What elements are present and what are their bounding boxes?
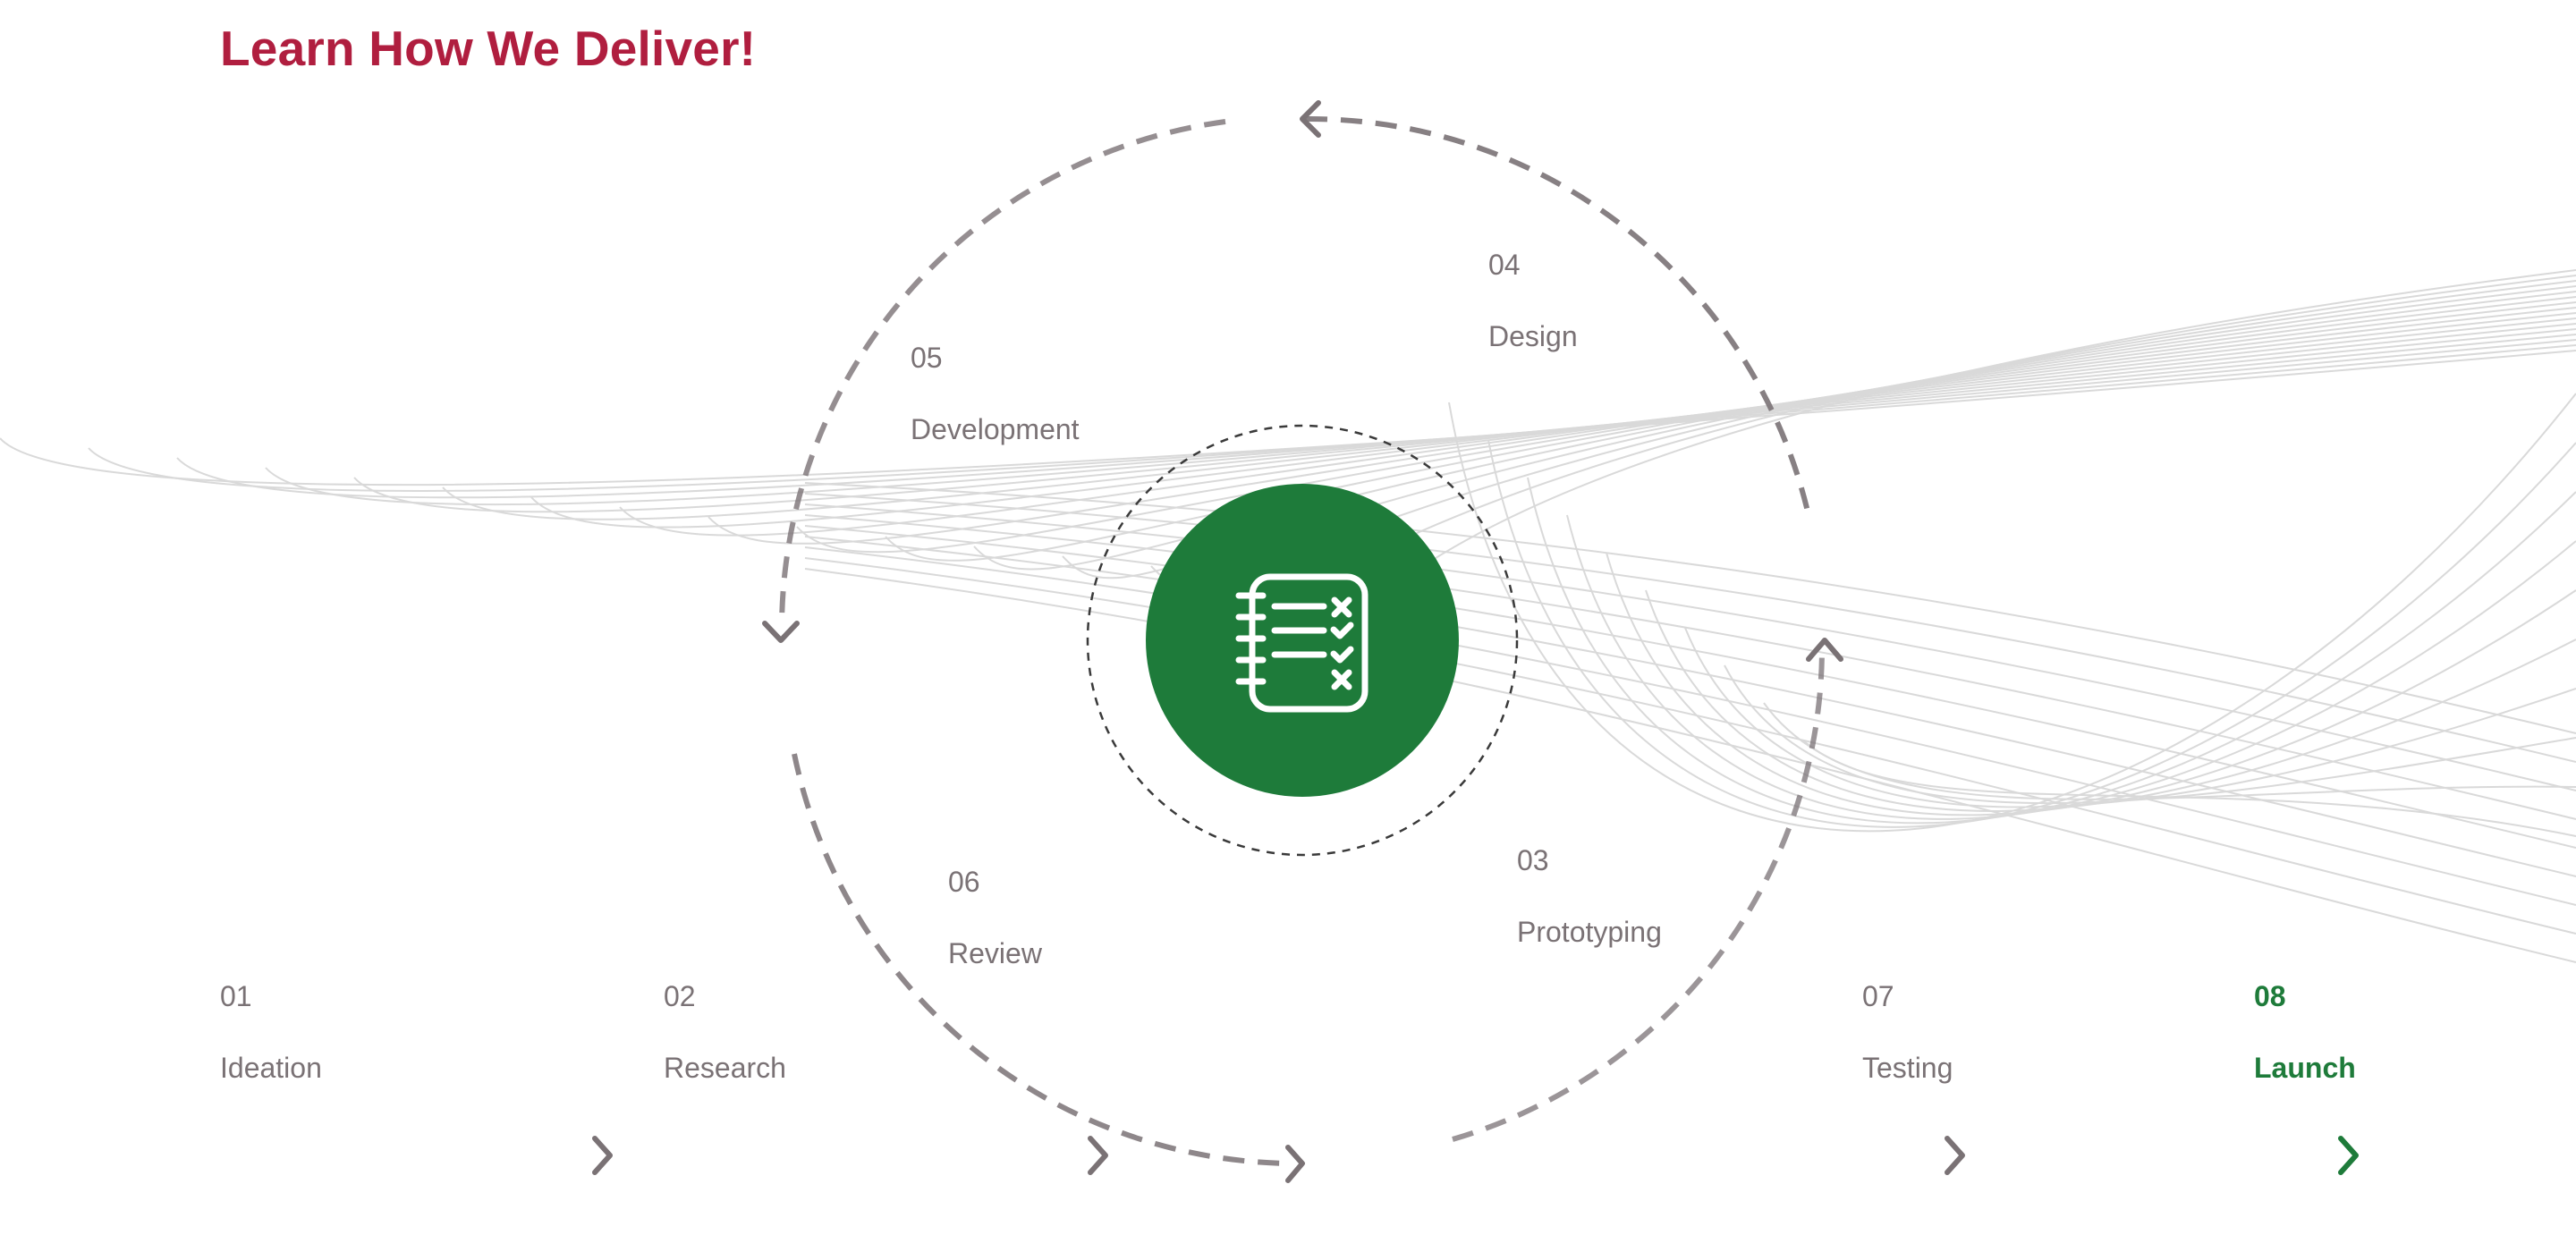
wave-line xyxy=(1645,589,2576,812)
step-number: 07 xyxy=(1862,980,1894,1012)
wave-line xyxy=(1239,275,2576,597)
wave-line xyxy=(176,339,2576,499)
arc-arrowheads xyxy=(762,100,1843,1183)
checklist-notebook-icon xyxy=(1235,573,1368,713)
step-testing: 07 Testing xyxy=(1862,978,1953,1086)
wave-line xyxy=(804,536,2576,877)
hub-dashed-ring xyxy=(1086,424,1519,857)
wave-line xyxy=(619,312,2576,537)
wave-line xyxy=(804,503,2576,791)
wave-line xyxy=(804,557,2576,935)
step-number: 06 xyxy=(948,866,980,898)
arc-development xyxy=(779,119,1226,627)
wave-line xyxy=(796,301,2576,554)
step-number: 05 xyxy=(911,342,943,374)
step-research: 02 Research xyxy=(664,978,786,1086)
wave-line xyxy=(804,546,2576,906)
cycle-arcs xyxy=(779,115,1826,1166)
wave-line xyxy=(1527,477,2576,825)
step-label: Research xyxy=(664,1052,786,1084)
wave-line xyxy=(708,307,2576,545)
arrowhead-top xyxy=(1300,100,1321,138)
step-prototyping: 03 Prototyping xyxy=(1517,842,1662,950)
arc-review-to-bottom xyxy=(792,753,1292,1166)
wave-line xyxy=(1724,664,2576,805)
step-review: 06 Review xyxy=(948,864,1042,971)
wave-line xyxy=(265,334,2576,506)
step-launch: 08 Launch xyxy=(2254,978,2356,1086)
wave-line xyxy=(1448,393,2576,833)
step-label: Ideation xyxy=(220,1052,322,1084)
wave-line xyxy=(1606,552,2576,816)
step-number: 04 xyxy=(1488,249,1521,281)
wave-line xyxy=(804,568,2576,963)
step-label: Design xyxy=(1488,320,1578,352)
step-label: Launch xyxy=(2254,1052,2356,1084)
arc-prototyping xyxy=(1452,645,1826,1142)
step-label: Development xyxy=(911,413,1080,445)
step-development: 05 Development xyxy=(911,340,1080,447)
step-label: Prototyping xyxy=(1517,916,1662,948)
page-title: Learn How We Deliver! xyxy=(220,21,757,76)
step-number: 08 xyxy=(2254,980,2286,1012)
wave-line xyxy=(804,482,2576,734)
wave-line xyxy=(0,350,2576,486)
arrowhead-prototyping xyxy=(1806,638,1843,662)
step-design: 04 Design xyxy=(1488,247,1578,354)
hub-circle xyxy=(1146,484,1459,797)
step-number: 03 xyxy=(1517,844,1549,876)
step-label: Review xyxy=(948,937,1042,969)
step-label: Testing xyxy=(1862,1052,1953,1084)
wave-line xyxy=(804,493,2576,763)
wave-line xyxy=(1566,514,2576,820)
wave-line xyxy=(1487,439,2576,828)
wave-line xyxy=(530,317,2576,529)
wave-line xyxy=(1684,627,2576,808)
wave-line xyxy=(442,323,2576,520)
step-ideation: 01 Ideation xyxy=(220,978,322,1086)
arrowhead-bottom xyxy=(1285,1145,1305,1183)
wave-line xyxy=(804,514,2576,820)
wave-line xyxy=(88,344,2576,492)
step-number: 02 xyxy=(664,980,696,1012)
wave-line xyxy=(1802,740,2576,837)
arrowhead-development xyxy=(762,621,800,643)
timeline-arrowheads xyxy=(592,1136,2359,1175)
wave-line xyxy=(353,328,2576,513)
step-number: 01 xyxy=(220,980,252,1012)
wave-line xyxy=(804,525,2576,849)
